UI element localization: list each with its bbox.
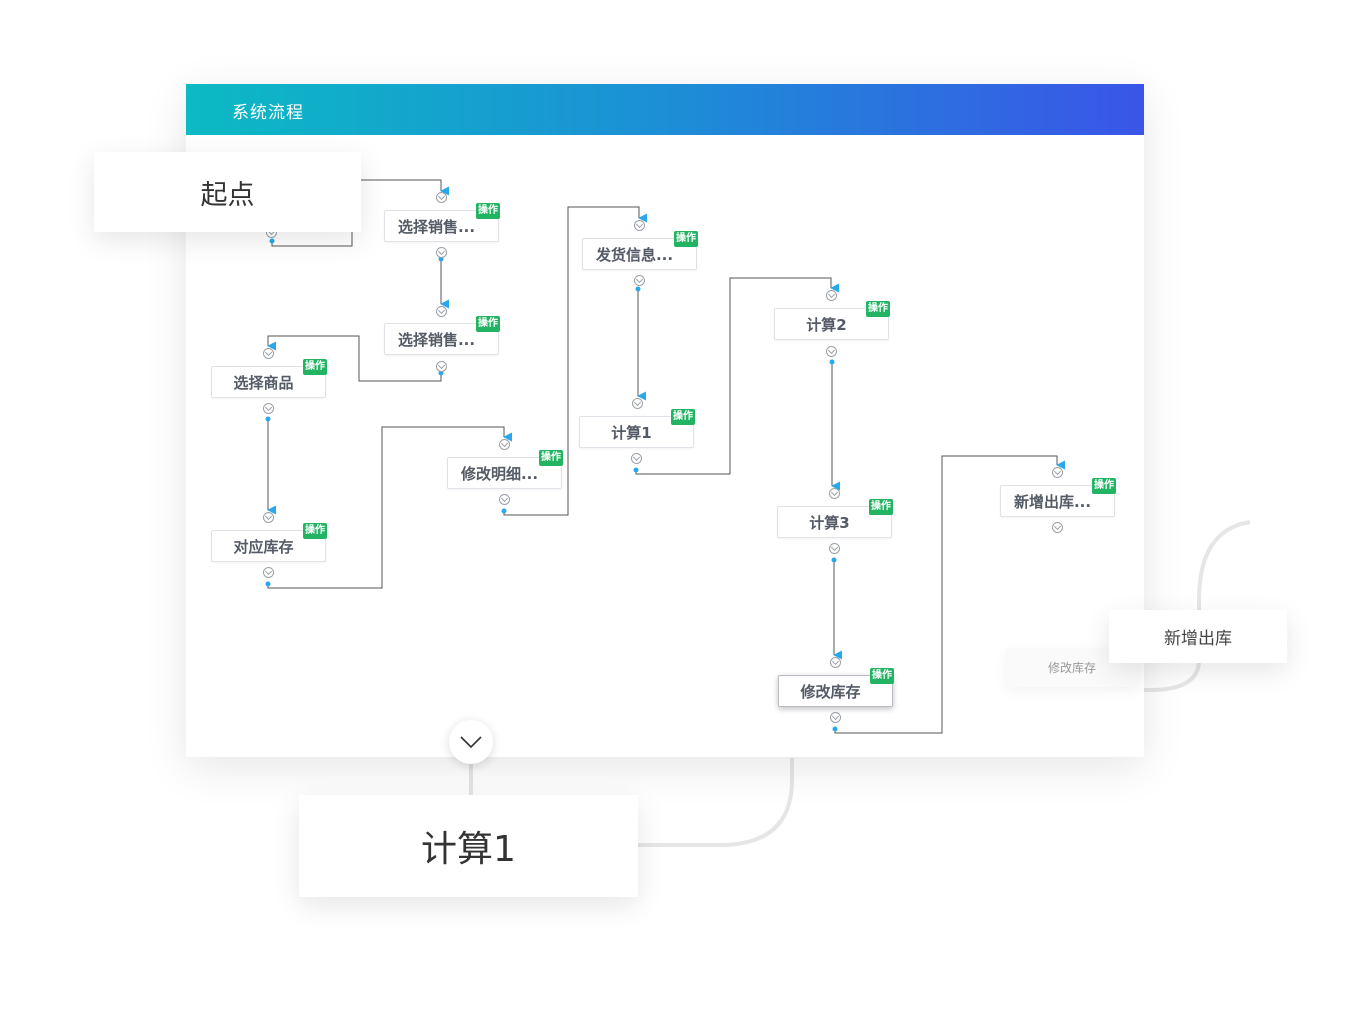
port-n11-out[interactable] — [1052, 522, 1063, 533]
edge-n7-n8 — [635, 277, 840, 475]
flow-node-select-product[interactable]: 选择商品 操作 — [211, 359, 327, 398]
header-title: 系统流程 — [232, 103, 304, 123]
port-n6-in[interactable] — [634, 220, 645, 231]
callout-start: 起点 — [94, 152, 361, 232]
flow-node-select-sales-1[interactable]: 选择销售... 操作 — [384, 203, 500, 242]
operate-badge[interactable]: 操作 — [303, 523, 327, 539]
port-n11-in[interactable] — [1052, 467, 1063, 478]
node-label: 计算2 — [806, 315, 847, 334]
callout-new-outbound-label: 新增出库 — [1164, 629, 1232, 649]
port-n8-in[interactable] — [826, 290, 837, 301]
flow-node-modify-detail[interactable]: 修改明细... 操作 — [447, 450, 563, 489]
node-label: 新增出库... — [1013, 492, 1092, 511]
flow-node-calc-2[interactable]: 计算2 操作 — [774, 301, 890, 340]
flow-node-shipping-info[interactable]: 发货信息... 操作 — [582, 231, 698, 270]
node-label: 选择商品 — [233, 373, 294, 392]
flow-node-calc-1[interactable]: 计算1 操作 — [579, 409, 695, 448]
port-n5-in[interactable] — [499, 439, 510, 450]
collapse-button[interactable] — [449, 720, 493, 764]
panel-header: 系统流程 — [186, 84, 1144, 135]
port-n1-out[interactable] — [436, 247, 447, 258]
connector-calc1-right — [638, 758, 794, 847]
operate-badge[interactable]: 操作 — [866, 301, 890, 317]
node-label: 修改明细... — [460, 464, 539, 483]
edge-n4-n5 — [267, 426, 513, 589]
flow-node-select-sales-2[interactable]: 选择销售... 操作 — [384, 316, 500, 355]
operate-badge[interactable]: 操作 — [671, 409, 695, 425]
connector-new — [1138, 520, 1251, 692]
port-n10-in[interactable] — [830, 657, 841, 668]
port-n2-out[interactable] — [436, 361, 447, 372]
callout-new-outbound: 新增出库 — [1109, 610, 1287, 663]
port-n2-in[interactable] — [436, 306, 447, 317]
node-label: 计算3 — [809, 513, 850, 532]
callout-start-label: 起点 — [200, 179, 255, 211]
port-n10-out[interactable] — [830, 712, 841, 723]
operate-badge[interactable]: 操作 — [869, 499, 893, 515]
port-n8-out[interactable] — [826, 346, 837, 357]
port-n9-in[interactable] — [829, 488, 840, 499]
callout-calc1: 计算1 — [299, 795, 638, 897]
operate-badge[interactable]: 操作 — [1092, 478, 1116, 494]
port-n6-out[interactable] — [634, 275, 645, 286]
port-n4-out[interactable] — [263, 567, 274, 578]
operate-badge[interactable]: 操作 — [303, 359, 327, 375]
port-n9-out[interactable] — [829, 543, 840, 554]
port-n7-out[interactable] — [631, 453, 642, 464]
port-n7-in[interactable] — [632, 398, 643, 409]
operate-badge[interactable]: 操作 — [674, 231, 698, 247]
flow-node-stock[interactable]: 对应库存 操作 — [211, 523, 327, 562]
port-n1-in[interactable] — [436, 192, 447, 203]
operate-badge[interactable]: 操作 — [870, 668, 894, 684]
callout-calc1-label: 计算1 — [421, 829, 516, 870]
flow-node-new-outbound[interactable]: 新增出库... 操作 — [1000, 478, 1116, 517]
port-n4-in[interactable] — [263, 512, 274, 523]
edge-n5-n6 — [503, 206, 648, 516]
edge-n10-n11 — [834, 455, 1066, 734]
operate-badge[interactable]: 操作 — [539, 450, 563, 466]
node-label: 修改库存 — [800, 682, 861, 701]
port-n3-in[interactable] — [263, 348, 274, 359]
node-label: 发货信息... — [595, 245, 674, 264]
operate-badge[interactable]: 操作 — [476, 203, 500, 219]
port-n5-out[interactable] — [499, 494, 510, 505]
operate-badge[interactable]: 操作 — [476, 316, 500, 332]
node-label: 计算1 — [611, 423, 652, 442]
node-label: 对应库存 — [233, 537, 294, 556]
callout-modify-stock-label: 修改库存 — [1047, 661, 1096, 675]
flow-node-calc-3[interactable]: 计算3 操作 — [777, 499, 893, 538]
flow-node-modify-stock[interactable]: 修改库存 操作 — [778, 668, 894, 707]
edge-n2-n3 — [267, 335, 442, 382]
node-label: 选择销售... — [397, 217, 476, 236]
chevron-down-icon — [460, 736, 482, 748]
node-label: 选择销售... — [397, 330, 476, 349]
port-n3-out[interactable] — [263, 403, 274, 414]
